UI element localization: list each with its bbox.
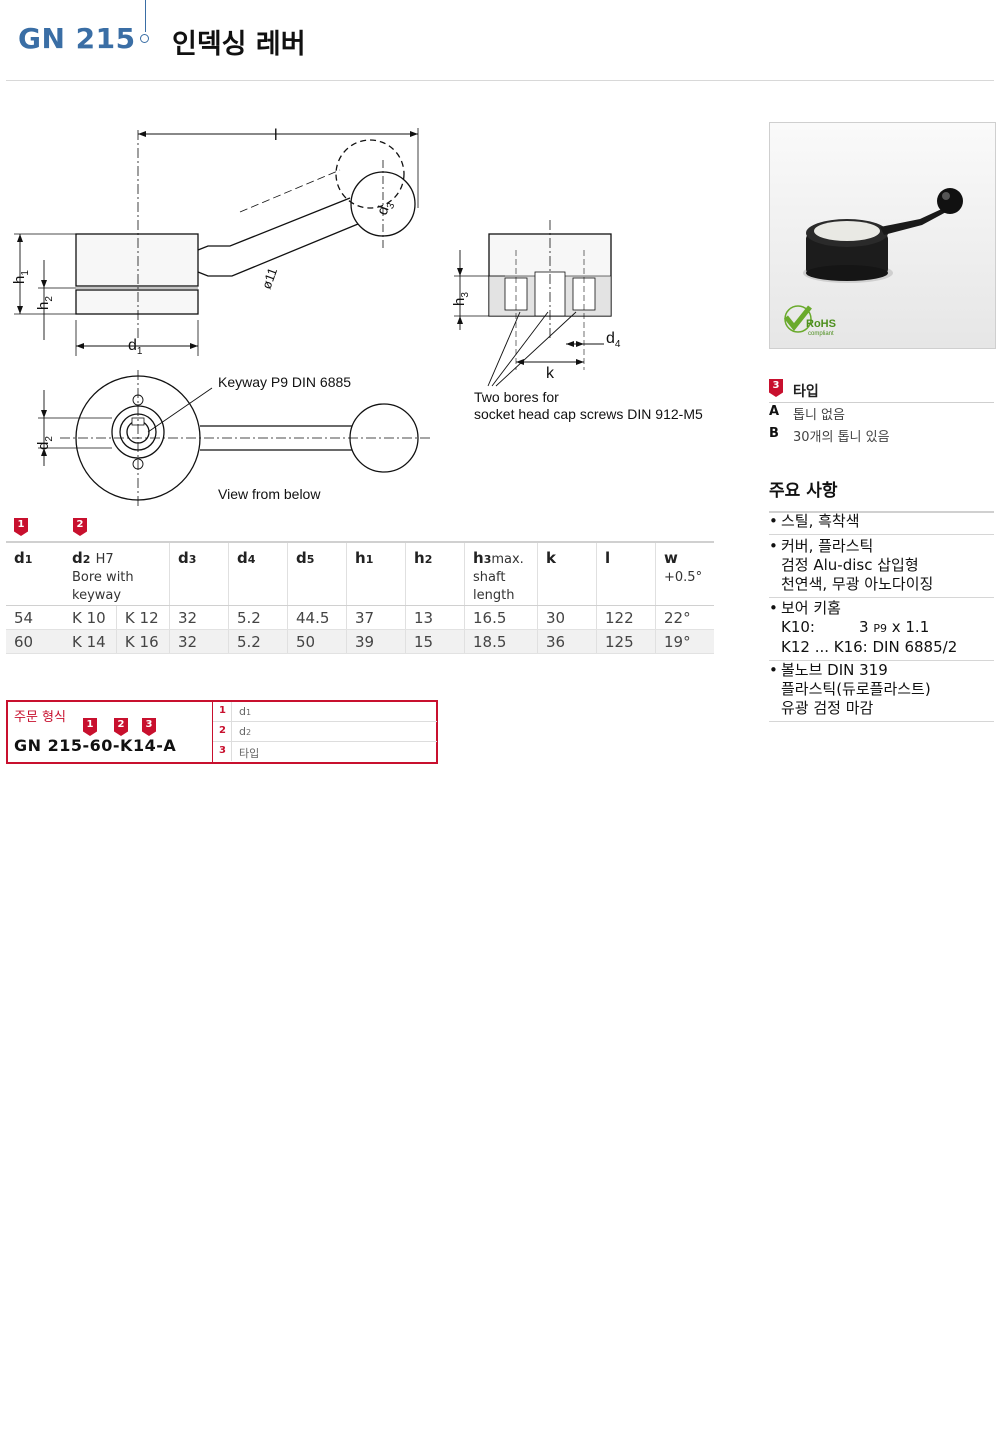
label-o11: ø11 — [259, 266, 280, 291]
type-header: 3 타입 — [769, 378, 994, 403]
svg-text:compliant: compliant — [808, 331, 834, 337]
col-d4: d4 — [228, 541, 288, 606]
ball-knob-alt-position — [335, 139, 405, 209]
spec-item: • 커버, 플라스틱 검정 Alu-disc 삽입형 천연색, 무광 아노다이징 — [769, 535, 994, 598]
label-h1: h1 — [11, 270, 31, 284]
col-h2: h2 — [405, 541, 465, 606]
type-marker-3: 3 — [769, 379, 783, 397]
technical-drawing: l d3 ø11 h1 h2 d1 d2 Keyway P9 DIN 6885 … — [11, 127, 703, 506]
order-marker-2: 2 — [114, 718, 128, 736]
spec-item: • 볼노브 DIN 319 플라스틱(듀로플라스트) 유광 검정 마감 — [769, 659, 994, 722]
header-rule — [6, 80, 994, 81]
spec-title: 주요 사항 — [769, 476, 994, 513]
order-label: 주문 형식 — [14, 710, 66, 725]
label-h3: h3 — [451, 292, 471, 306]
order-marker-3: 3 — [142, 718, 156, 736]
product-photo: RoHS compliant — [769, 122, 996, 349]
col-h1: h1 — [346, 541, 406, 606]
col-d1: d1 — [6, 541, 64, 606]
label-d3: d3 — [374, 198, 398, 218]
svg-text:RoHS: RoHS — [806, 318, 836, 330]
col-w: w+0.5° — [655, 541, 714, 606]
label-d1: d1 — [128, 337, 143, 357]
header-divider-dot — [140, 34, 149, 43]
label-d4: d4 — [606, 330, 621, 350]
col-d5: d5 — [287, 541, 347, 606]
label-k: k — [546, 365, 555, 382]
lever-hub-side — [75, 233, 199, 287]
label-d2: d2 — [35, 436, 55, 450]
order-code: GN 215-60-K14-A — [14, 736, 177, 755]
col-l: l — [596, 541, 656, 606]
product-image: RoHS compliant — [770, 123, 995, 348]
label-l: l — [274, 127, 278, 144]
marker-2: 2 — [73, 518, 87, 536]
label-h2: h2 — [35, 296, 55, 310]
col-k: k — [537, 541, 597, 606]
header-divider-line — [145, 0, 146, 32]
spec-item: • 보어 키홈 K10:3 P9 x 1.1 K12 ... K16: DIN … — [769, 597, 994, 661]
label-view-below: View from below — [218, 486, 321, 502]
spec-item: •스틸, 흑착색 — [769, 510, 994, 535]
marker-1: 1 — [14, 518, 28, 536]
lever-base-side — [75, 289, 199, 315]
label-keyway: Keyway P9 DIN 6885 — [218, 374, 351, 390]
page-title: 인덱싱 레버 — [172, 29, 306, 60]
type-title: 타입 — [793, 384, 819, 400]
product-code: GN 215 — [18, 22, 136, 55]
label-bores-2: socket head cap screws DIN 912-M5 — [474, 406, 703, 422]
order-marker-1: 1 — [83, 718, 97, 736]
rohs-badge: RoHS compliant — [784, 305, 836, 337]
label-bores-1: Two bores for — [474, 389, 559, 405]
col-d3: d3 — [169, 541, 229, 606]
